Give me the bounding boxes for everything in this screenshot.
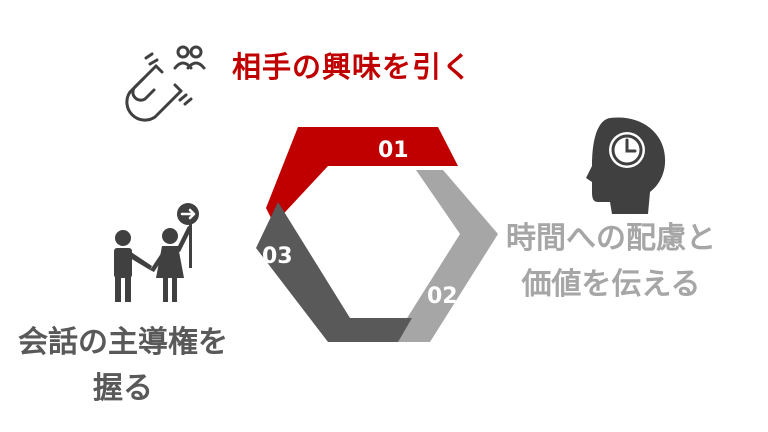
head-clock-icon	[586, 117, 666, 214]
step-03-label: 会話の主導権を 握る	[18, 320, 228, 412]
step-01-label-line: 相手の興味を引く	[232, 50, 473, 84]
couple-leading-icon	[114, 203, 199, 302]
step-number-02: 02	[427, 284, 458, 309]
segment-03	[256, 202, 412, 342]
magnet-people-icon	[125, 45, 206, 122]
step-03-label-line-2: 握る	[93, 371, 153, 406]
step-number-03: 03	[262, 244, 293, 269]
segment-02	[392, 170, 498, 342]
step-02-label-line-1: 時間への配慮と	[506, 221, 716, 256]
step-01-label: 相手の興味を引く	[232, 44, 472, 86]
step-03-label-line-1: 会話の主導権を	[18, 325, 228, 360]
segment-01	[266, 127, 458, 224]
step-number-01: 01	[378, 138, 409, 163]
step-02-label: 時間への配慮と 価値を伝える	[506, 216, 716, 308]
step-02-label-line-2: 価値を伝える	[521, 267, 701, 302]
